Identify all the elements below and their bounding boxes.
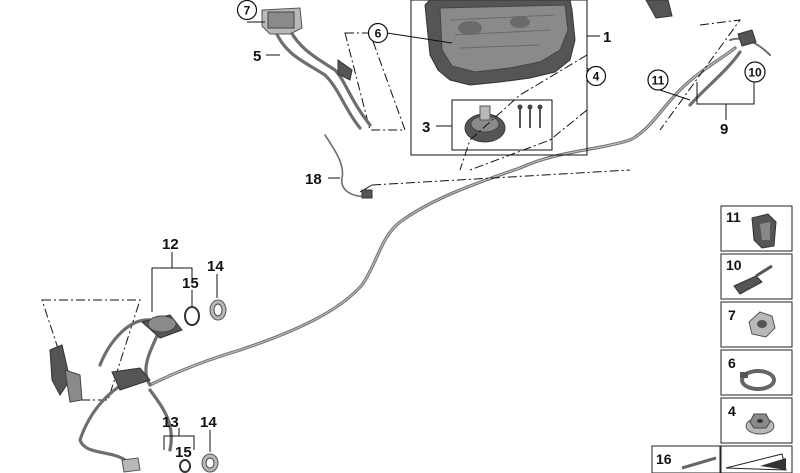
fuel-tank <box>410 0 588 156</box>
callout-13: 13 <box>162 414 179 431</box>
circled-callouts: 7 6 4 11 10 <box>236 0 766 91</box>
callout-5: 5 <box>253 48 261 65</box>
legend-label-11: 11 <box>726 209 741 225</box>
legend-item-6[interactable]: 6 <box>720 349 793 396</box>
legend-item-7[interactable]: 7 <box>720 301 793 348</box>
callout-14-lower: 14 <box>200 414 217 431</box>
leader-lines <box>151 21 755 452</box>
pump-module <box>451 99 553 151</box>
callout-15-upper: 15 <box>182 275 199 292</box>
canister-assembly <box>41 299 183 473</box>
callout-18: 18 <box>305 171 322 188</box>
callout-10: 10 <box>748 66 762 80</box>
legend-item-16[interactable]: 16 <box>651 445 793 473</box>
callout-12: 12 <box>162 236 179 253</box>
callout-6: 6 <box>375 27 382 41</box>
fuel-line <box>148 46 742 387</box>
callout-9: 9 <box>720 121 728 138</box>
callout-11: 11 <box>652 74 665 88</box>
seal-clamp-lower <box>179 453 219 473</box>
seal-clamp-upper <box>184 299 227 326</box>
cable-tie-icon <box>681 456 717 470</box>
callout-labels: 1 3 5 9 12 13 14 14 15 15 18 <box>162 29 728 461</box>
callout-7: 7 <box>244 4 251 18</box>
legend-item-4[interactable]: 4 <box>720 397 793 444</box>
callout-15-lower: 15 <box>175 444 192 461</box>
legend-item-11[interactable]: 11 <box>720 205 793 252</box>
pipe-clip-9 <box>645 0 771 56</box>
legend-item-10[interactable]: 10 <box>720 253 793 300</box>
callout-4: 4 <box>593 70 600 84</box>
sensor-cable <box>324 134 373 199</box>
parts-legend: 11 10 7 6 4 <box>651 205 793 473</box>
callout-1: 1 <box>603 29 611 46</box>
legend-label-4: 4 <box>728 403 736 419</box>
connector-icon <box>733 275 763 295</box>
filler-neck <box>261 7 372 130</box>
hose-clamp-icon <box>740 369 776 391</box>
callout-3: 3 <box>422 119 430 136</box>
legend-label-16: 16 <box>656 451 672 467</box>
legend-label-10: 10 <box>726 257 742 273</box>
legend-label-7: 7 <box>728 307 736 323</box>
callout-14-upper: 14 <box>207 258 224 275</box>
legend-label-6: 6 <box>728 355 736 371</box>
